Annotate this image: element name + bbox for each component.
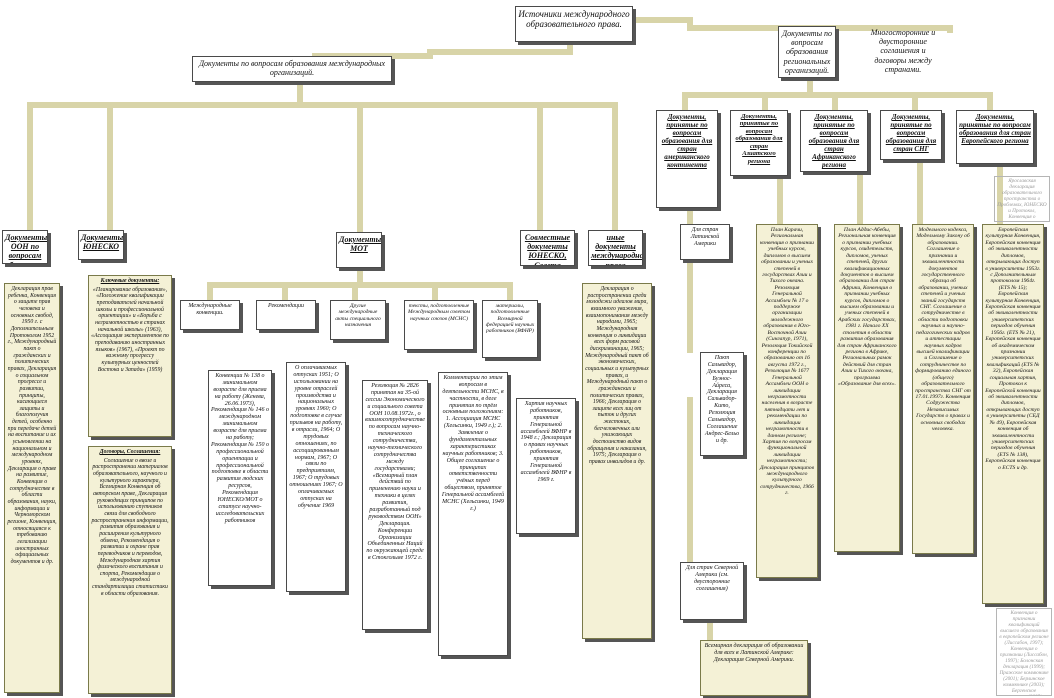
cis-docs-list: Модельного кодекса, Модельному Закону об… [912, 224, 974, 554]
intl-orgs-branch-title: Документы по вопросам образования междун… [198, 59, 386, 78]
mot-vfnr-title: материалы, подготовленные Всемирной феде… [485, 303, 535, 335]
root-title-box: Источники международного образовательног… [515, 6, 633, 42]
europe-side-bottom-text: Конвенция о признании квалификаций высше… [999, 610, 1049, 695]
europe-docs-list: Европейская культурная Конвенция, Европе… [982, 224, 1044, 604]
unesco-title: Документы ЮНЕСКО [81, 233, 124, 252]
mot-conventions-text: Конвенции № 138 о минимальном возрасте д… [211, 373, 269, 524]
unesco-key-heading: Ключевые документы: [100, 278, 160, 284]
europe-side-top-text: Ярославская декларация образовательного … [997, 178, 1047, 221]
multilateral-title: Многосторонние и двусторонние соглашения… [870, 28, 936, 74]
africa-docs-list: План Аддис-Абебы, Региональная конвенция… [834, 224, 900, 552]
oon-box: Документы ООН по вопросам образования. [2, 230, 48, 264]
latin-america-box: Для стран Латинской Америки [680, 224, 730, 260]
mot-conventions-box: Международные конвенции. [180, 300, 240, 330]
mot-other-acts-title: Другие международные акты специального н… [335, 303, 381, 328]
mot-box: Документы МОТ [336, 232, 382, 268]
regional-orgs-branch-title: Документы по вопросам образования регион… [781, 29, 832, 75]
mot-mcnc-text: Комментарии по этим вопросам в деятельно… [441, 375, 505, 512]
mot-other-acts-text: Резолюция № 2826 принятая на 35-ой сесси… [365, 383, 425, 562]
oon-docs-text: Декларация прав ребенка, Конвенция о защ… [7, 286, 57, 565]
other-docs-text: Декларация о распространении среди молод… [585, 286, 649, 466]
oon-docs-list: Декларация прав ребенка, Конвенция о защ… [4, 283, 60, 693]
mot-mcnc-title: тексты, подготовленные Международным сов… [408, 303, 470, 322]
europe-side-bottom: Конвенция о признании квалификаций высше… [996, 608, 1052, 696]
asia-docs-list: План Карачи, Региональная конвенция о пр… [756, 224, 818, 578]
region-cis-title: Документы, принятые по вопросам образова… [885, 113, 937, 154]
other-docs-list: Декларация о распространении среди молод… [582, 283, 652, 639]
other-docs-title: иные документы международного права [591, 233, 643, 266]
region-africa-title: Документы, принятые по вопросам образова… [808, 113, 860, 170]
mot-vfnr-box: материалы, подготовленные Всемирной феде… [482, 300, 538, 358]
unesco-key-docs: Ключевые документы: «Планирование образо… [88, 275, 172, 437]
mot-other-acts-box: Другие международные акты специального н… [330, 300, 386, 340]
unesco-agreements-heading: Договоры, Соглашения: [99, 449, 161, 455]
mot-recommendations-box: Рекомендации [256, 300, 316, 330]
region-asia-title: Документы, принятые по вопросам образова… [735, 113, 783, 165]
unesco-agreements: Договоры, Соглашения: Соглашение о ввозе… [88, 446, 172, 694]
mot-vfnr-list: Хартия научных работников, принятая Гене… [516, 398, 576, 534]
unesco-agreements-text: Соглашение о ввозе и распространении мат… [91, 457, 169, 597]
regional-orgs-branch-box: Документы по вопросам образования регион… [778, 26, 836, 78]
mot-conventions-title: Международные конвенции. [188, 303, 232, 316]
region-africa-box: Документы, принятые по вопросам образова… [800, 110, 868, 172]
region-asia-box: Документы, принятые по вопросам образова… [730, 110, 788, 176]
root-title: Источники международного образовательног… [518, 9, 630, 30]
mot-mcnc-box: тексты, подготовленные Международным сов… [404, 300, 474, 350]
multilateral-box: Многосторонние и двусторонние соглашения… [868, 26, 938, 78]
mot-other-acts-list: Резолюция № 2826 принятая на 35-ой сесси… [362, 380, 428, 630]
mot-recommendations-text: О оплачиваемых отпусках 1951; О использо… [289, 365, 343, 509]
region-america-title: Документы, принятые по вопросам образова… [661, 113, 713, 170]
region-europe-box: Документы, принятые по вопросам образова… [956, 110, 1034, 164]
intl-orgs-branch-box: Документы по вопросам образования междун… [192, 56, 392, 82]
mot-recommendations-title: Рекомендации [268, 303, 304, 309]
unesco-box: Документы ЮНЕСКО [78, 230, 124, 260]
africa-docs-text: План Аддис-Абебы, Региональная конвенция… [837, 227, 897, 388]
north-america-decl: Всемирная декларация об образовании для … [700, 640, 808, 696]
europe-side-top: Ярославская декларация образовательного … [994, 176, 1050, 222]
latin-america-title: Для стран Латинской Америки [690, 227, 720, 247]
latin-america-text: Пакт Сальвадор, Декларация Буэнос-Айреса… [704, 355, 740, 444]
north-america-title: Для стран Северной Америки (см. двусторо… [685, 565, 739, 592]
europe-docs-text: Европейская культурная Конвенция, Европе… [985, 227, 1041, 471]
region-europe-title: Документы, принятые по вопросам образова… [959, 113, 1031, 146]
oon-title: Документы ООН по вопросам образования. [5, 233, 48, 263]
joint-docs-title: Совместные документы ЮНЕСКО, Совета Евро… [524, 233, 571, 266]
other-docs-box: иные документы международного права [588, 230, 643, 266]
asia-docs-text: План Карачи, Региональная конвенция о пр… [759, 227, 815, 497]
mot-vfnr-text: Хартия научных работников, принятая Гене… [520, 401, 572, 483]
region-cis-box: Документы, принятые по вопросам образова… [880, 110, 942, 160]
north-america-box: Для стран Северной Америки (см. двусторо… [680, 562, 744, 620]
mot-mcnc-list: Комментарии по этим вопросам в деятельно… [438, 372, 508, 656]
mot-title: Документы МОТ [339, 235, 382, 254]
north-america-decl-text: Всемирная декларация об образовании для … [704, 643, 804, 663]
mot-recommendations-list: О оплачиваемых отпусках 1951; О использо… [286, 362, 346, 592]
region-america-box: Документы, принятые по вопросам образова… [656, 110, 718, 208]
mot-conventions-list: Конвенции № 138 о минимальном возрасте д… [208, 370, 272, 586]
cis-docs-text: Модельного кодекса, Модельному Закону об… [915, 227, 971, 433]
latin-america-list: Пакт Сальвадор, Декларация Буэнос-Айреса… [700, 352, 744, 456]
joint-docs-box: Совместные документы ЮНЕСКО, Совета Евро… [520, 230, 575, 266]
unesco-key-text: «Планирование образования», «Положение к… [91, 286, 169, 373]
